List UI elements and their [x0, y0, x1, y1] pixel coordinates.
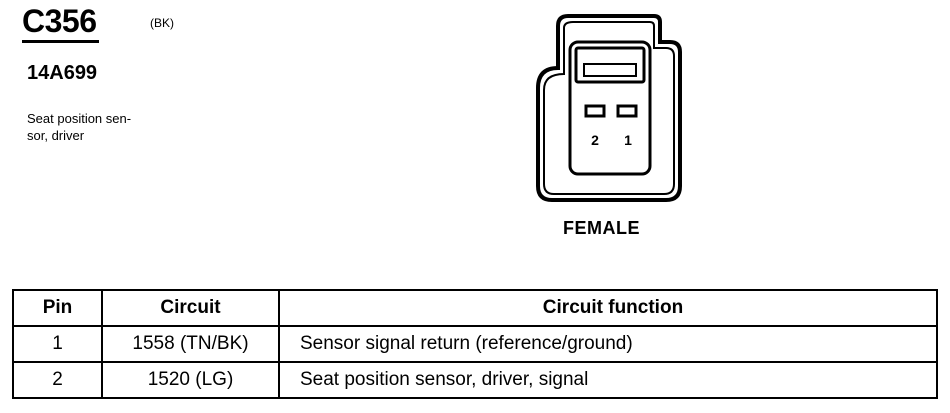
header-circuit-function: Circuit function	[278, 289, 938, 327]
pin-label-1: 1	[624, 132, 632, 148]
table-row: 1 1558 (TN/BK) Sensor signal return (ref…	[12, 325, 938, 363]
pin-1-cavity	[616, 104, 638, 118]
pin-2-cavity	[584, 104, 606, 118]
description-text: Seat position sen- sor, driver	[27, 111, 132, 143]
connector-gender-label: FEMALE	[563, 218, 640, 238]
latch	[574, 46, 646, 84]
connector-description: Seat position sen- sor, driver	[27, 110, 187, 144]
part-number: 14A699	[27, 62, 98, 84]
circuit-cell: 1558 (TN/BK)	[101, 325, 280, 363]
function-cell: Seat position sensor, driver, signal	[278, 361, 938, 399]
pin-table: Pin Circuit Circuit function 1 1558 (TN/…	[12, 289, 938, 399]
connector-housing-outer	[536, 14, 682, 202]
table-header-row: Pin Circuit Circuit function	[12, 289, 938, 327]
header-pin: Pin	[12, 289, 103, 327]
function-cell: Sensor signal return (reference/ground)	[278, 325, 938, 363]
circuit-cell: 1520 (LG)	[101, 361, 280, 399]
connector-face-diagram: 2 1	[536, 14, 682, 202]
terminal-cavity	[568, 40, 652, 176]
table-row: 2 1520 (LG) Seat position sensor, driver…	[12, 361, 938, 399]
latch-notch	[583, 63, 637, 77]
pin-label-2: 2	[591, 132, 599, 148]
connector-id: C356	[22, 2, 99, 43]
connector-housing-inner	[543, 21, 675, 195]
pin-cell: 2	[12, 361, 103, 399]
pin-cell: 1	[12, 325, 103, 363]
connector-color-code: (BK)	[150, 16, 174, 30]
header-circuit: Circuit	[101, 289, 280, 327]
